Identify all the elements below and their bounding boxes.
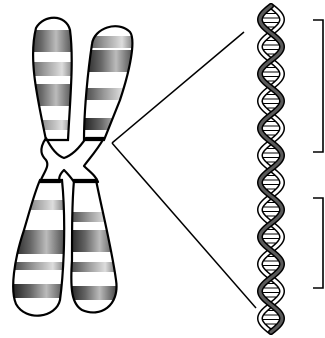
bracket-upper	[313, 20, 323, 152]
dna-double-helix	[260, 6, 282, 332]
zoom-line-lower	[112, 143, 256, 308]
chromosome-arm-lower-right	[66, 180, 122, 312]
chromosome	[8, 18, 140, 316]
chromosome-arm-upper-left	[20, 18, 80, 140]
centromere	[40, 138, 104, 182]
chromosome-arm-lower-left	[8, 180, 72, 316]
bracket-lower	[313, 198, 323, 288]
chromosome-arm-upper-right	[80, 26, 140, 140]
